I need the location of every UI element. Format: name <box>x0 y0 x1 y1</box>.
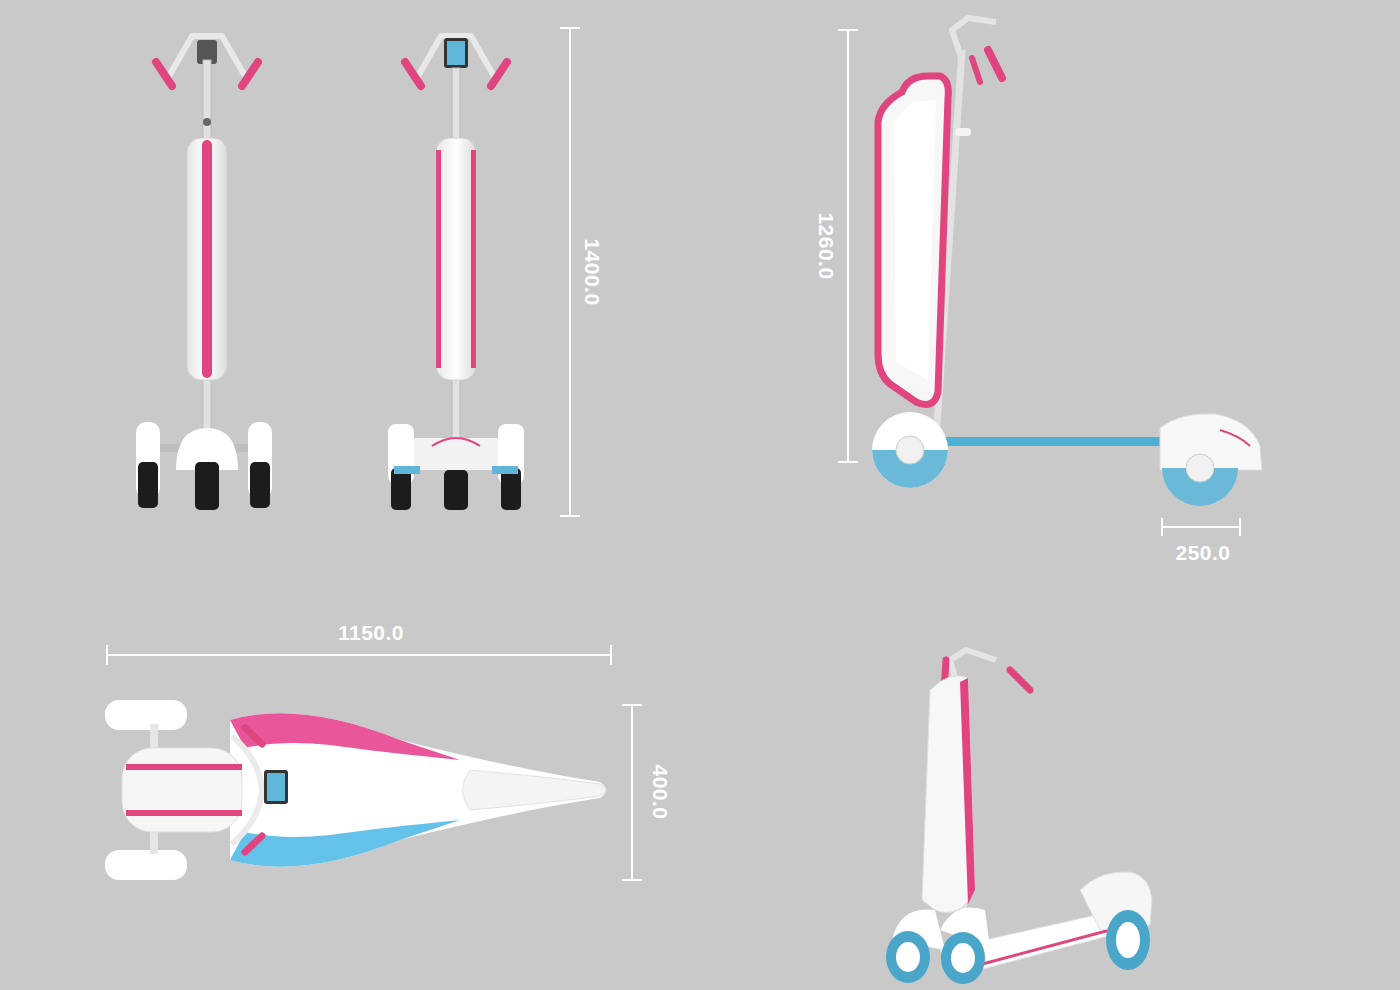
phone-screen <box>267 773 285 801</box>
deck-pink <box>230 713 460 760</box>
front-view-front <box>388 36 524 510</box>
rear-cowl <box>463 770 607 810</box>
dimension-label: 1150.0 <box>338 621 404 645</box>
hub <box>1116 922 1140 958</box>
battery-body <box>922 676 975 913</box>
front-wheel <box>886 931 930 983</box>
stripe <box>126 810 242 816</box>
clamp <box>955 128 971 136</box>
grip <box>1010 670 1030 690</box>
grip <box>245 728 262 744</box>
dimension-label: 400.0 <box>648 764 672 819</box>
battery-top <box>122 748 242 832</box>
battery-column <box>187 138 227 380</box>
phone-holder <box>264 770 288 804</box>
grip <box>156 62 172 86</box>
tire <box>444 470 468 510</box>
dimension-lines <box>107 28 1240 880</box>
dimension-tick <box>838 29 858 31</box>
hub <box>896 436 924 464</box>
dimension-line <box>847 30 849 462</box>
top-view <box>105 700 606 880</box>
dimension-tick <box>622 879 642 881</box>
deck-edge <box>492 466 518 474</box>
battery-column <box>436 138 476 380</box>
handlebar <box>232 736 262 844</box>
dimension-tick <box>106 645 108 665</box>
deck-edge <box>394 466 420 474</box>
hub <box>896 942 920 972</box>
front-wheel <box>105 700 187 730</box>
front-wheel <box>941 932 985 984</box>
front-view-rear <box>136 36 272 510</box>
dimension-label: 1400.0 <box>580 238 604 305</box>
side-view <box>872 18 1262 506</box>
dimension-label: 250.0 <box>1175 541 1230 565</box>
cowl-line <box>432 438 480 446</box>
phone-screen <box>447 41 465 65</box>
deck <box>940 437 1165 446</box>
front-cowl <box>414 438 498 470</box>
grip <box>245 836 262 852</box>
tire <box>138 462 158 508</box>
battery-body <box>878 76 948 404</box>
dimension-line <box>569 28 571 516</box>
rear-wheel <box>1106 910 1150 970</box>
perspective-view <box>886 650 1152 984</box>
dimension-line <box>631 705 633 880</box>
grip <box>491 62 507 86</box>
dimension-label: 1260.0 <box>814 212 838 279</box>
hub <box>1186 454 1214 482</box>
body-panel <box>894 100 936 380</box>
dimension-tick <box>838 461 858 463</box>
dimension-tick <box>622 704 642 706</box>
bolt <box>203 118 211 126</box>
stem <box>203 60 211 440</box>
dimension-line <box>1162 526 1240 528</box>
dimension-tick <box>1161 518 1163 536</box>
dimension-tick <box>560 27 580 29</box>
dimension-line <box>107 654 611 656</box>
tire <box>391 468 411 510</box>
front-wheel <box>872 412 948 488</box>
dimension-tick <box>1239 518 1241 536</box>
grip <box>988 50 1002 78</box>
column-edge <box>471 150 476 368</box>
front-wheel <box>105 850 187 880</box>
dimension-tick <box>610 645 612 665</box>
column-stripe <box>202 140 212 378</box>
hub <box>951 943 975 973</box>
grip <box>405 62 421 86</box>
tire <box>195 462 219 510</box>
dimension-tick <box>560 515 580 517</box>
column-edge <box>436 150 441 368</box>
deck-top <box>230 713 606 866</box>
tire <box>250 462 270 508</box>
body-stripe <box>960 678 975 904</box>
stripe <box>126 764 242 770</box>
cowl-line <box>1220 430 1250 446</box>
tire <box>501 468 521 510</box>
deck-blue <box>230 820 460 867</box>
grip <box>242 62 258 86</box>
phone-holder <box>444 38 468 68</box>
brake-lever <box>972 58 980 82</box>
